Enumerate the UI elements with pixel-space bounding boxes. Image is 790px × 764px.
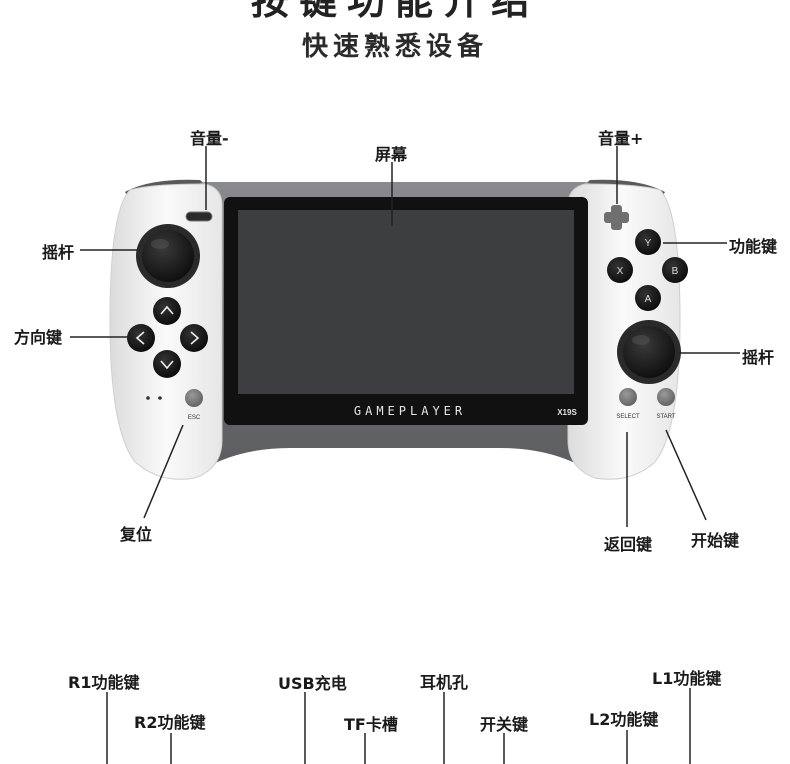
svg-text:B: B	[672, 266, 679, 277]
right-grip	[567, 183, 681, 480]
right-joystick[interactable]	[617, 320, 681, 384]
label-power: 开关键	[480, 715, 529, 734]
esc-button[interactable]	[185, 389, 203, 407]
label-headphone: 耳机孔	[420, 673, 469, 692]
dpad-left-button[interactable]	[127, 324, 155, 352]
page-subtitle: 快速熟悉设备	[301, 32, 488, 62]
callout-lines	[70, 146, 740, 764]
dpad-right-button[interactable]	[180, 324, 208, 352]
label-right-joystick: 摇杆	[742, 348, 775, 367]
label-tf: TF卡槽	[344, 715, 398, 734]
select-button[interactable]	[619, 388, 637, 406]
dpad[interactable]	[127, 297, 208, 378]
indicator-lights	[146, 396, 162, 400]
volume-up-button[interactable]	[604, 205, 629, 230]
label-l1: L1功能键	[652, 669, 722, 688]
label-volume-up: 音量+	[598, 129, 644, 148]
screen	[238, 210, 574, 394]
esc-label: ESC	[188, 415, 201, 421]
label-function-keys: 功能键	[729, 237, 778, 256]
svg-text:X: X	[617, 266, 624, 277]
start-button[interactable]	[657, 388, 675, 406]
svg-text:Y: Y	[645, 238, 652, 249]
label-start: 开始键	[691, 531, 740, 550]
label-r2: R2功能键	[134, 713, 206, 732]
a-button[interactable]: A	[635, 285, 661, 311]
svg-text:A: A	[645, 294, 652, 305]
label-back: 返回键	[604, 535, 653, 554]
start-label: START	[656, 414, 675, 420]
y-button[interactable]: Y	[635, 229, 661, 255]
label-usb: USB充电	[278, 674, 347, 693]
label-r1: R1功能键	[68, 673, 140, 692]
label-dpad: 方向键	[14, 328, 63, 347]
label-reset: 复位	[120, 525, 153, 544]
left-joystick[interactable]	[136, 224, 200, 288]
label-left-joystick: 摇杆	[42, 243, 75, 262]
face-buttons[interactable]: Y X B A	[607, 229, 688, 311]
brand-text: GAMEPLAYER	[354, 404, 466, 418]
b-button[interactable]: B	[662, 257, 688, 283]
select-label: SELECT	[616, 414, 640, 420]
label-l2: L2功能键	[589, 710, 659, 729]
volume-down-button[interactable]	[185, 211, 213, 222]
dpad-down-button[interactable]	[153, 350, 181, 378]
x-button[interactable]: X	[607, 257, 633, 283]
dpad-up-button[interactable]	[153, 297, 181, 325]
label-screen: 屏幕	[375, 145, 408, 164]
label-volume-down: 音量-	[190, 129, 229, 148]
model-text: X19S	[557, 408, 577, 417]
